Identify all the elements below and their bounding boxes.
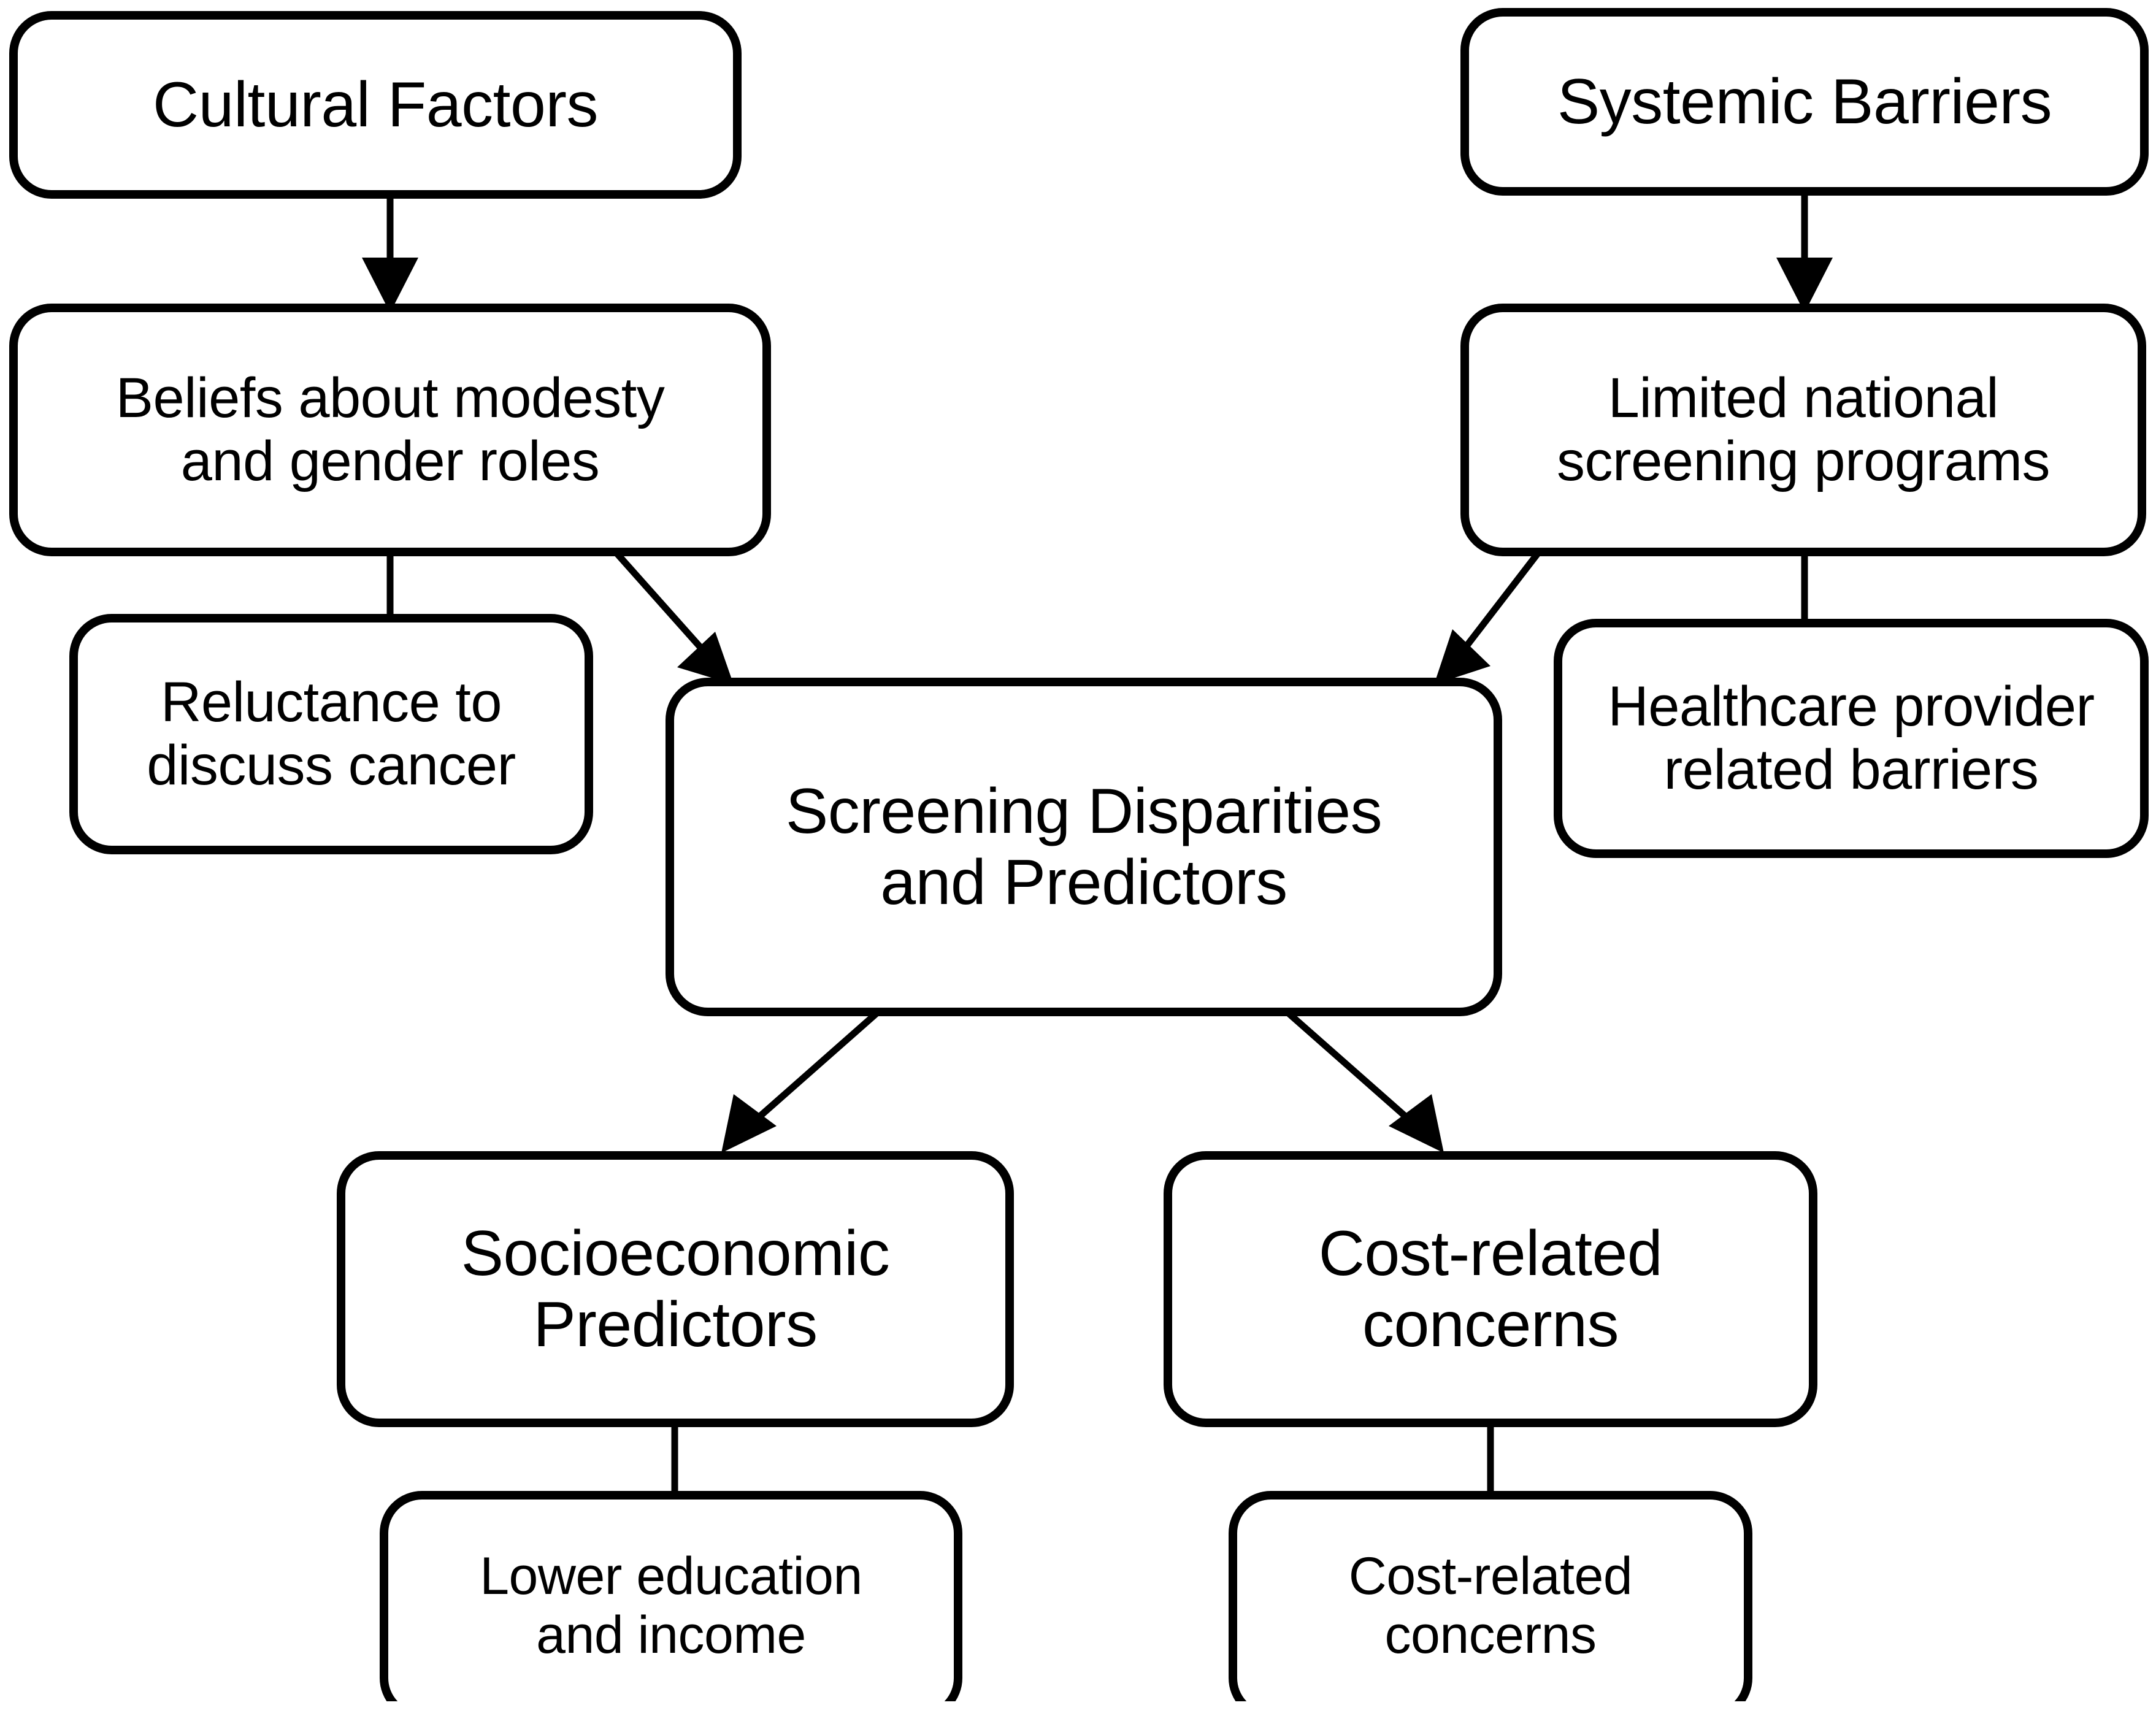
node-box-lower-education-income[interactable]	[380, 1491, 962, 1701]
edge-beliefs-to-screening-disparities	[610, 547, 734, 684]
edge-screening-disparities-to-cost-related	[1283, 1008, 1444, 1153]
node-box-systemic-barriers[interactable]	[1460, 8, 2149, 196]
node-box-beliefs-modesty[interactable]	[9, 304, 771, 556]
edge-limited-national-to-screening-disparities	[1434, 547, 1544, 684]
node-box-cost-related-concerns[interactable]	[1164, 1151, 1817, 1427]
node-box-healthcare-provider[interactable]	[1554, 619, 2149, 858]
edge-systemic-barriers-to-limited-national	[1776, 190, 1833, 313]
node-box-cost-related-concerns-2[interactable]	[1229, 1491, 1752, 1701]
node-box-reluctance-discuss[interactable]	[69, 614, 593, 854]
node-box-limited-national[interactable]	[1460, 304, 2146, 556]
edge-cultural-factors-to-beliefs	[362, 193, 418, 313]
node-box-screening-disparities[interactable]	[666, 678, 1502, 1016]
node-box-cultural-factors[interactable]	[9, 11, 742, 199]
edge-screening-disparities-to-socioeconomic	[721, 1008, 882, 1153]
node-box-socioeconomic-predictors[interactable]	[337, 1151, 1014, 1427]
